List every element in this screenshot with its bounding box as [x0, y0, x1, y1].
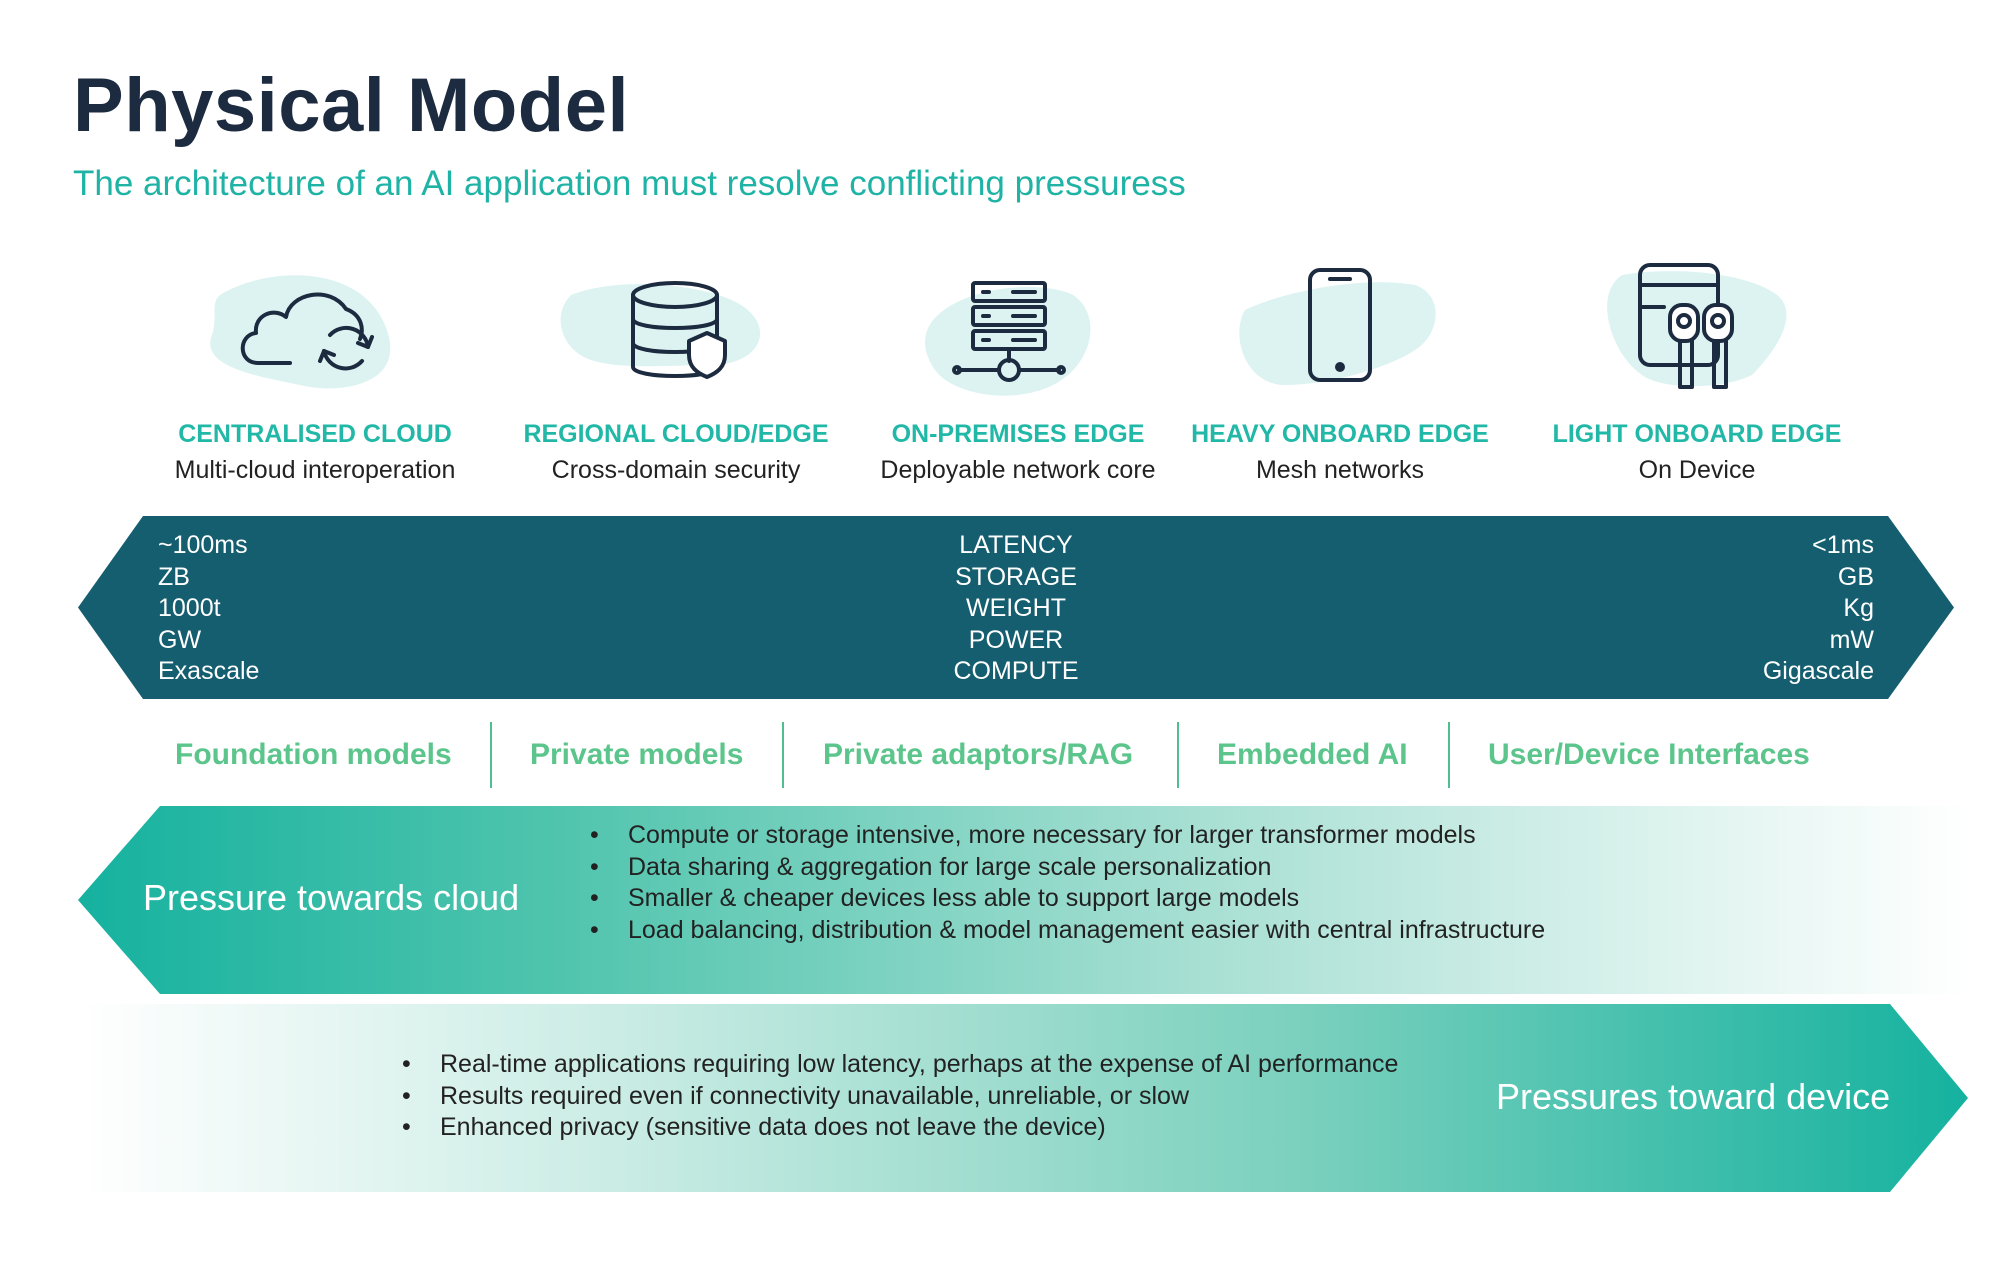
tier-name: REGIONAL CLOUD/EDGE: [523, 420, 829, 448]
model-divider: [782, 722, 784, 788]
power-cloud-value: GW: [158, 625, 202, 654]
list-item: Load balancing, distribution & model man…: [590, 915, 1545, 947]
tier-name: ON-PREMISES EDGE: [891, 420, 1145, 448]
cloud-pressure-list: Compute or storage intensive, more neces…: [590, 820, 1545, 946]
tier-description: On Device: [1638, 456, 1756, 484]
tier-on-premises-edge: ON-PREMISES EDGE Deployable network core: [853, 255, 1183, 495]
tier-name: CENTRALISED CLOUD: [178, 420, 452, 448]
compute-label: COMPUTE: [953, 657, 1079, 685]
list-item: Real-time applications requiring low lat…: [402, 1049, 1398, 1081]
model-private-adaptors-rag: Private adaptors/RAG: [823, 738, 1134, 771]
tier-light-onboard-edge: LIGHT ONBOARD EDGE On Device: [1532, 255, 1862, 495]
model-foundation: Foundation models: [175, 738, 452, 771]
tier-description: Mesh networks: [1255, 456, 1425, 484]
device-pressure-list: Real-time applications requiring low lat…: [402, 1049, 1398, 1144]
model-divider: [490, 722, 492, 788]
spectrum-cloud-values: ~100ms ZB 1000t GW Exascale: [158, 530, 259, 688]
power-device-value: mW: [1829, 625, 1874, 654]
tier-description: Multi-cloud interoperation: [174, 456, 456, 484]
latency-label: LATENCY: [959, 531, 1073, 559]
spectrum-dimensions: LATENCY STORAGE WEIGHT POWER COMPUTE: [78, 530, 1954, 688]
storage-device-value: GB: [1837, 562, 1874, 591]
list-item: Smaller & cheaper devices less able to s…: [590, 883, 1545, 915]
list-item: Compute or storage intensive, more neces…: [590, 820, 1545, 852]
model-categories: Foundation models Private models Private…: [155, 722, 1855, 788]
page-subtitle: The architecture of an AI application mu…: [73, 164, 1186, 203]
latency-cloud-value: ~100ms: [158, 531, 248, 559]
cloud-sync-icon: [210, 275, 391, 389]
server-rack-icon: [925, 281, 1091, 396]
weight-label: WEIGHT: [966, 594, 1066, 622]
list-item: Results required even if connectivity un…: [402, 1081, 1398, 1113]
tier-description: Deployable network core: [880, 456, 1156, 484]
model-embedded-ai: Embedded AI: [1217, 738, 1408, 771]
spectrum-device-values: <1ms GB Kg mW Gigascale: [1763, 530, 1874, 688]
weight-device-value: Kg: [1843, 594, 1874, 622]
cloud-pressure-label: Pressure towards cloud: [143, 877, 520, 918]
list-item: Data sharing & aggregation for large sca…: [590, 852, 1545, 884]
storage-cloud-value: ZB: [158, 562, 190, 591]
smartphone-icon: [1239, 268, 1436, 385]
tier-heavy-onboard-edge: HEAVY ONBOARD EDGE Mesh networks: [1175, 255, 1505, 495]
power-label: POWER: [968, 625, 1064, 654]
model-divider: [1448, 722, 1450, 788]
tier-name: HEAVY ONBOARD EDGE: [1191, 420, 1489, 448]
model-divider: [1177, 722, 1179, 788]
database-shield-icon: [560, 281, 761, 379]
device-earbuds-icon: [1607, 263, 1787, 389]
latency-device-value: <1ms: [1812, 531, 1874, 559]
storage-label: STORAGE: [955, 562, 1077, 591]
compute-device-value: Gigascale: [1762, 657, 1874, 685]
tier-description: Cross-domain security: [551, 456, 801, 484]
tier-name: LIGHT ONBOARD EDGE: [1552, 420, 1842, 448]
list-item: Enhanced privacy (sensitive data does no…: [402, 1112, 1398, 1144]
model-private: Private models: [530, 738, 744, 771]
tier-regional-cloud-edge: REGIONAL CLOUD/EDGE Cross-domain securit…: [511, 255, 841, 495]
model-user-device-interfaces: User/Device Interfaces: [1488, 738, 1810, 771]
device-pressure-label: Pressures toward device: [1496, 1076, 1891, 1117]
weight-cloud-value: 1000t: [158, 594, 221, 622]
page-title: Physical Model: [73, 63, 630, 148]
spectrum-arrow-band: ~100ms ZB 1000t GW Exascale LATENCY STOR…: [78, 516, 1954, 699]
compute-cloud-value: Exascale: [158, 657, 260, 685]
tier-centralised-cloud: CENTRALISED CLOUD Multi-cloud interopera…: [150, 255, 480, 495]
